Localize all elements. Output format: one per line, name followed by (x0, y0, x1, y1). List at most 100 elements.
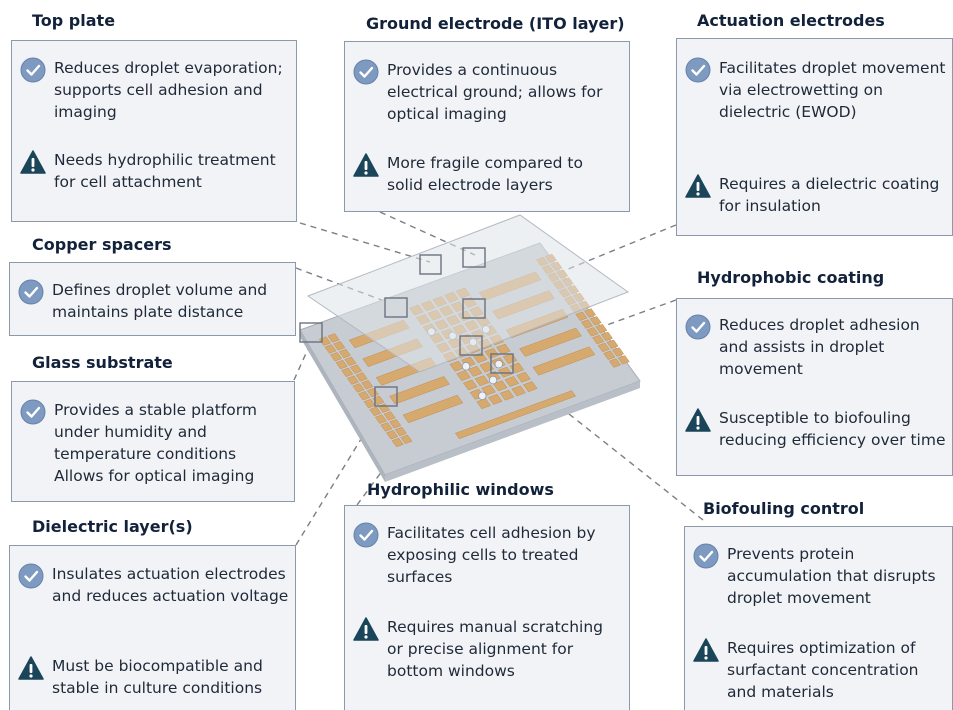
contact-pad (592, 334, 605, 345)
contact-pad (341, 367, 354, 378)
warning-icon (20, 149, 46, 175)
droplet (461, 362, 471, 371)
top-plate-panel: Reduces droplet evaporation; supports ce… (11, 40, 297, 222)
contact-pad (608, 358, 621, 368)
contact-pad (327, 333, 340, 343)
contact-pad (324, 344, 337, 354)
actuation-electrodes-title: Actuation electrodes (697, 11, 885, 30)
grid-electrode (492, 380, 508, 392)
dielectric-layers-advantage: Insulates actuation electrodes and reduc… (52, 565, 289, 605)
marker-copper-spacers (384, 297, 408, 318)
check-icon (693, 543, 719, 569)
leader-top-plate (299, 222, 431, 263)
warning-icon (685, 407, 711, 433)
grid-electrode (474, 375, 490, 387)
hydrophobic-coating-panel: Reduces droplet adhesion and assists in … (676, 298, 953, 476)
contact-pad (355, 372, 368, 382)
glass-substrate-edge (300, 330, 385, 482)
hydrophilic-windows-limitation: Requires manual scratching or precise al… (387, 618, 603, 680)
marker-hydrophilic-windows (459, 335, 483, 356)
marker-actuation-electrodes (462, 298, 486, 319)
contact-pad (361, 380, 374, 390)
actuation-electrodes-advantage: Facilitates droplet movement via electro… (719, 59, 946, 121)
actuation-electrodes-limitation: Requires a dielectric coating for insula… (719, 175, 940, 215)
grid-electrode (511, 385, 526, 397)
contact-pad (330, 352, 343, 362)
grid-electrode (479, 361, 495, 373)
marker-hydrophobic-coating (490, 353, 514, 374)
contact-pad (369, 406, 382, 417)
grid-electrode (488, 394, 503, 405)
copper-spacers-panel: Defines droplet volume and maintains pla… (9, 262, 296, 336)
top-plate-shape (306, 214, 630, 373)
grid-electrode (496, 343, 511, 355)
biofouling-control-title: Biofouling control (703, 499, 865, 518)
actuation-electrodes-panel: Facilitates droplet movement via electro… (676, 38, 953, 236)
contact-pad (617, 355, 630, 365)
dielectric-layers-title: Dielectric layer(s) (32, 517, 193, 536)
glass-substrate-advantage: Provides a stable platform under humidit… (54, 401, 257, 485)
check-icon (353, 59, 379, 85)
contact-pad (603, 350, 616, 360)
actuation-electrode (402, 394, 464, 424)
contact-pad (383, 411, 396, 421)
glass-substrate-title: Glass substrate (32, 353, 173, 372)
contact-pad (586, 327, 599, 337)
hydrophilic-windows-advantage: Facilitates cell adhesion by exposing ce… (387, 524, 596, 586)
warning-icon (353, 152, 379, 178)
contact-pad (349, 364, 363, 374)
copper-spacers-title: Copper spacers (32, 235, 172, 254)
contact-pad (380, 422, 393, 432)
check-icon (685, 57, 711, 83)
grid-electrode (467, 365, 483, 377)
warning-icon (353, 616, 379, 642)
top-plate-limitation: Needs hydrophilic treatment for cell att… (54, 151, 276, 191)
contact-pad (606, 339, 619, 349)
contact-pad (386, 430, 399, 440)
contact-pad (335, 359, 348, 370)
copper-spacers-advantage: Defines droplet volume and maintains pla… (52, 281, 268, 321)
warning-icon (685, 173, 711, 199)
contact-pad (389, 419, 402, 429)
dielectric-layers-limitation: Must be biocompatible and stable in cult… (52, 657, 263, 697)
marker-top-plate (419, 254, 442, 275)
warning-icon (693, 637, 719, 663)
check-icon (353, 522, 379, 548)
actuation-electrode (532, 346, 596, 376)
grid-electrode (456, 370, 471, 382)
top-plate-title: Top plate (32, 11, 116, 30)
grid-electrode (499, 389, 515, 401)
ground-electrode-limitation: More fragile compared to solid electrode… (387, 154, 583, 194)
biofouling-control-panel: Prevents protein accumulation that disru… (684, 526, 953, 710)
ground-electrode-title: Ground electrode (ITO layer) (366, 14, 625, 33)
callout-markers (299, 247, 514, 407)
hydrophobic-coating-title: Hydrophobic coating (697, 268, 885, 287)
grid-electrode (504, 376, 520, 387)
marker-glass-substrate (299, 322, 323, 343)
actuation-electrode (389, 376, 450, 405)
contact-pad (338, 348, 351, 359)
ground-electrode-advantage: Provides a continuous electrical ground;… (387, 61, 603, 123)
contact-pad (391, 437, 404, 448)
grid-electrode (516, 371, 531, 383)
bus-electrode (454, 390, 577, 440)
check-icon (20, 57, 46, 83)
check-icon (18, 279, 44, 305)
leader-biofouling-control (544, 394, 704, 521)
check-icon (685, 314, 711, 340)
marker-dielectric-layers (374, 386, 398, 407)
contact-pad (597, 342, 610, 353)
contact-pad (374, 414, 387, 424)
hydrophobic-coating-advantage: Reduces droplet adhesion and assists in … (719, 316, 920, 378)
glass-substrate-edge-front (385, 381, 640, 482)
biofouling-control-advantage: Prevents protein accumulation that disru… (727, 545, 936, 607)
grid-electrode (522, 381, 538, 393)
grid-electrode (462, 379, 478, 391)
contact-pad (575, 311, 588, 321)
contact-pad (612, 347, 625, 357)
biofouling-control-limitation: Requires optimization of surfactant conc… (727, 639, 919, 701)
check-icon (18, 563, 44, 589)
contact-pad (600, 331, 613, 342)
contact-pad (584, 308, 597, 318)
